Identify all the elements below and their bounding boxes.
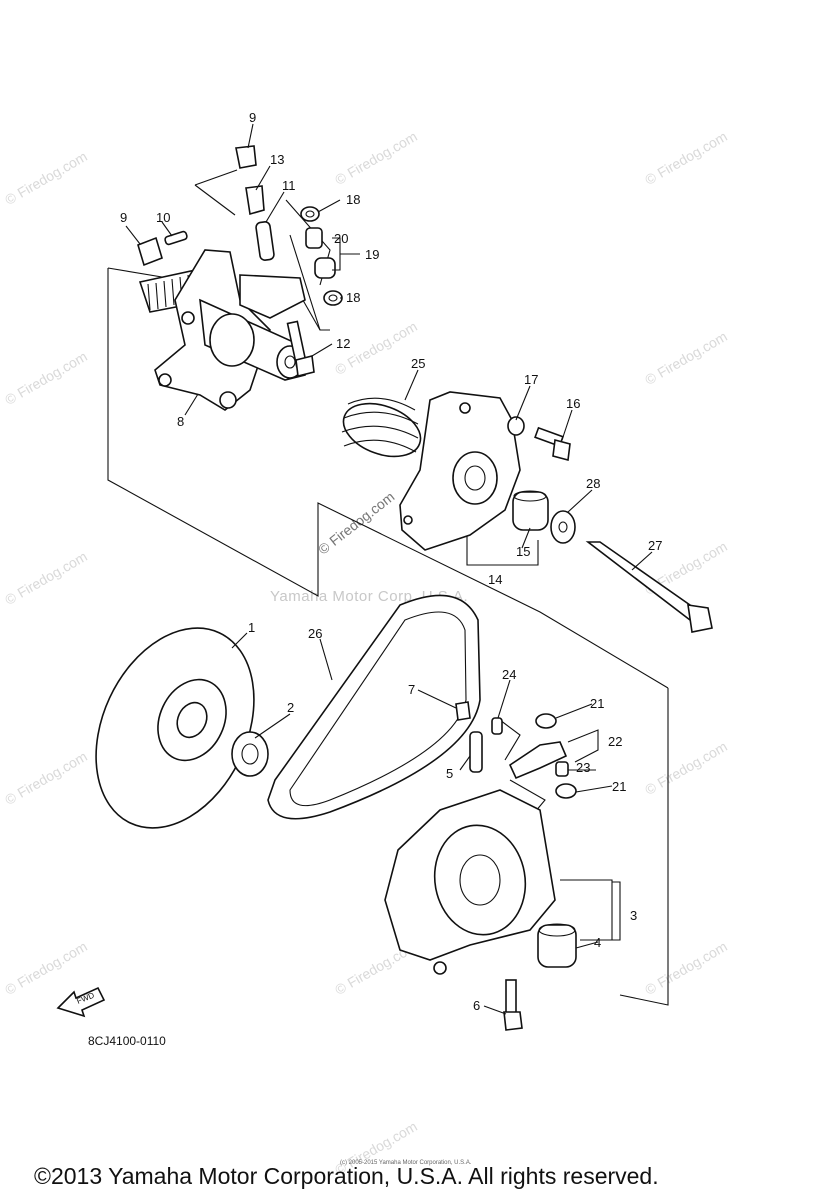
- bracket-lines: [332, 237, 621, 941]
- callout-14: 14: [488, 572, 502, 587]
- part-20-bushing: [305, 227, 323, 249]
- part-21-washer-bottom: [555, 783, 577, 799]
- part-7-nut: [455, 701, 471, 721]
- callout-3: 3: [630, 908, 637, 923]
- part-16-bolt: [534, 426, 571, 462]
- callout-leaders: [125, 123, 653, 1015]
- copyright-footer: ©2013 Yamaha Motor Corporation, U.S.A. A…: [34, 1163, 659, 1189]
- callout-25: 25: [411, 356, 425, 371]
- part-6-bolt: [503, 979, 523, 1031]
- part-13-nut: [245, 185, 265, 216]
- part-19-roller: [314, 257, 336, 279]
- callout-15: 15: [516, 544, 530, 559]
- part-17-washer: [507, 416, 525, 436]
- diagram-code: 8CJ4100-0110: [88, 1034, 166, 1048]
- callout-26: 26: [308, 626, 322, 641]
- part-25-spring: [341, 397, 422, 458]
- callout-labels: 9 13 11 18 9 10 20 19 18 12 8 25 17 16 2…: [120, 110, 662, 1013]
- callout-6: 6: [473, 998, 480, 1013]
- part-26-drive-belt: [267, 594, 481, 820]
- part-22-arm: [508, 741, 568, 780]
- callout-11: 11: [282, 178, 296, 193]
- callout-18: 18: [346, 192, 360, 207]
- callout-5: 5: [446, 766, 453, 781]
- part-1-fixed-sheave: [95, 627, 255, 829]
- callout-9: 9: [249, 110, 256, 125]
- part-11-pin: [255, 221, 275, 261]
- part-24-pin: [491, 717, 503, 735]
- part-3-spider-sheave: [384, 789, 556, 975]
- callout-12: 12: [336, 336, 350, 351]
- part-5-pin: [469, 731, 483, 773]
- callout-21: 21: [612, 779, 626, 794]
- part-9-weight-top: [235, 145, 257, 169]
- part-2-bushing: [231, 731, 269, 777]
- callout-16: 16: [566, 396, 580, 411]
- callout-4: 4: [594, 935, 601, 950]
- part-10-rivet: [164, 230, 188, 246]
- part-18-washer-bottom: [323, 290, 343, 306]
- callout-24: 24: [502, 667, 516, 682]
- callout-9: 9: [120, 210, 127, 225]
- callout-1: 1: [248, 620, 255, 635]
- callout-7: 7: [408, 682, 415, 697]
- callout-8: 8: [177, 414, 184, 429]
- callout-21: 21: [590, 696, 604, 711]
- callout-27: 27: [648, 538, 662, 553]
- fine-print: (c) 2005-2015 Yamaha Motor Corporation, …: [340, 1160, 472, 1166]
- part-18-washer-top: [300, 206, 320, 222]
- part-12-bolt: [286, 320, 315, 377]
- part-9-weight-left: [137, 236, 163, 267]
- callout-22: 22: [608, 734, 622, 749]
- callout-20: 20: [334, 231, 348, 246]
- part-21-washer-top: [535, 713, 557, 729]
- fwd-arrow-icon: FWD: [56, 986, 106, 1018]
- callout-13: 13: [270, 152, 284, 167]
- callout-28: 28: [586, 476, 600, 491]
- part-23-spacer: [555, 761, 569, 777]
- callout-2: 2: [287, 700, 294, 715]
- part-28-washer: [550, 510, 576, 544]
- part-27-long-bolt: [585, 541, 713, 633]
- part-4-bushing: [537, 923, 577, 968]
- callout-19: 19: [365, 247, 379, 262]
- part-8-drive-hub: [138, 249, 306, 411]
- callout-10: 10: [156, 210, 170, 225]
- part-15-bushing: [512, 490, 549, 531]
- callout-17: 17: [524, 372, 538, 387]
- part-14-sliding-sheave: [399, 391, 521, 551]
- callout-18: 18: [346, 290, 360, 305]
- callout-23: 23: [576, 760, 590, 775]
